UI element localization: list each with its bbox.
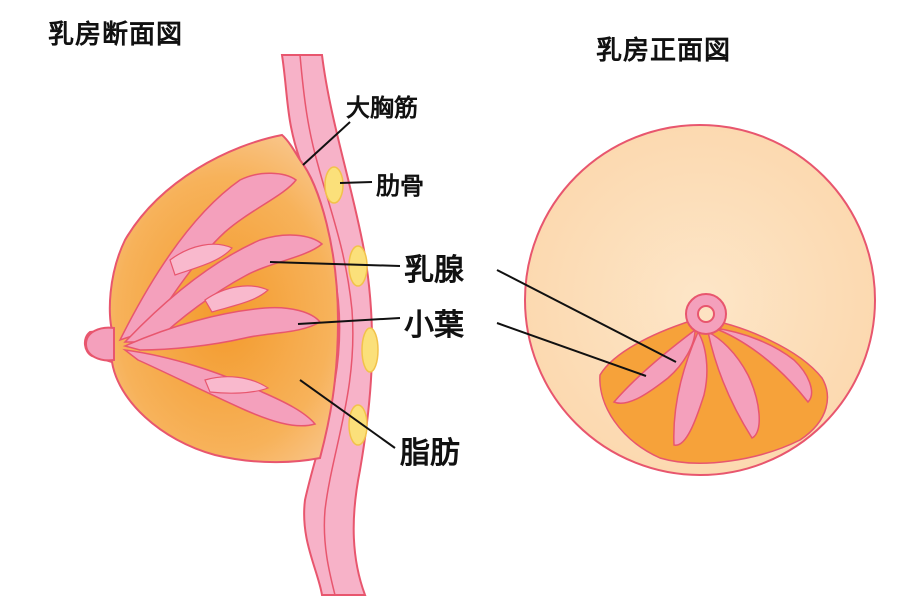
cross-section-view [84, 54, 401, 596]
rib-1 [324, 166, 344, 204]
rib-3 [361, 327, 379, 373]
front-view [496, 124, 876, 476]
leader-lines-right [496, 269, 677, 377]
section-view-title: 乳房断面図 [48, 20, 184, 50]
rib-2 [348, 245, 368, 287]
front-view-title: 乳房正面図 [596, 36, 732, 66]
front-lobes [612, 327, 813, 446]
label-pectoralis: 大胸筋 [346, 94, 418, 122]
label-fat: 脂肪 [400, 436, 460, 471]
label-lobule: 小葉 [404, 308, 464, 343]
nipple-front [697, 305, 715, 323]
leader-lines-left [269, 121, 401, 449]
rib-4 [348, 404, 368, 446]
nipple-side [84, 326, 115, 362]
label-rib: 肋骨 [376, 172, 424, 200]
label-mammary-gland: 乳腺 [404, 253, 464, 288]
lobule-details [169, 243, 270, 394]
